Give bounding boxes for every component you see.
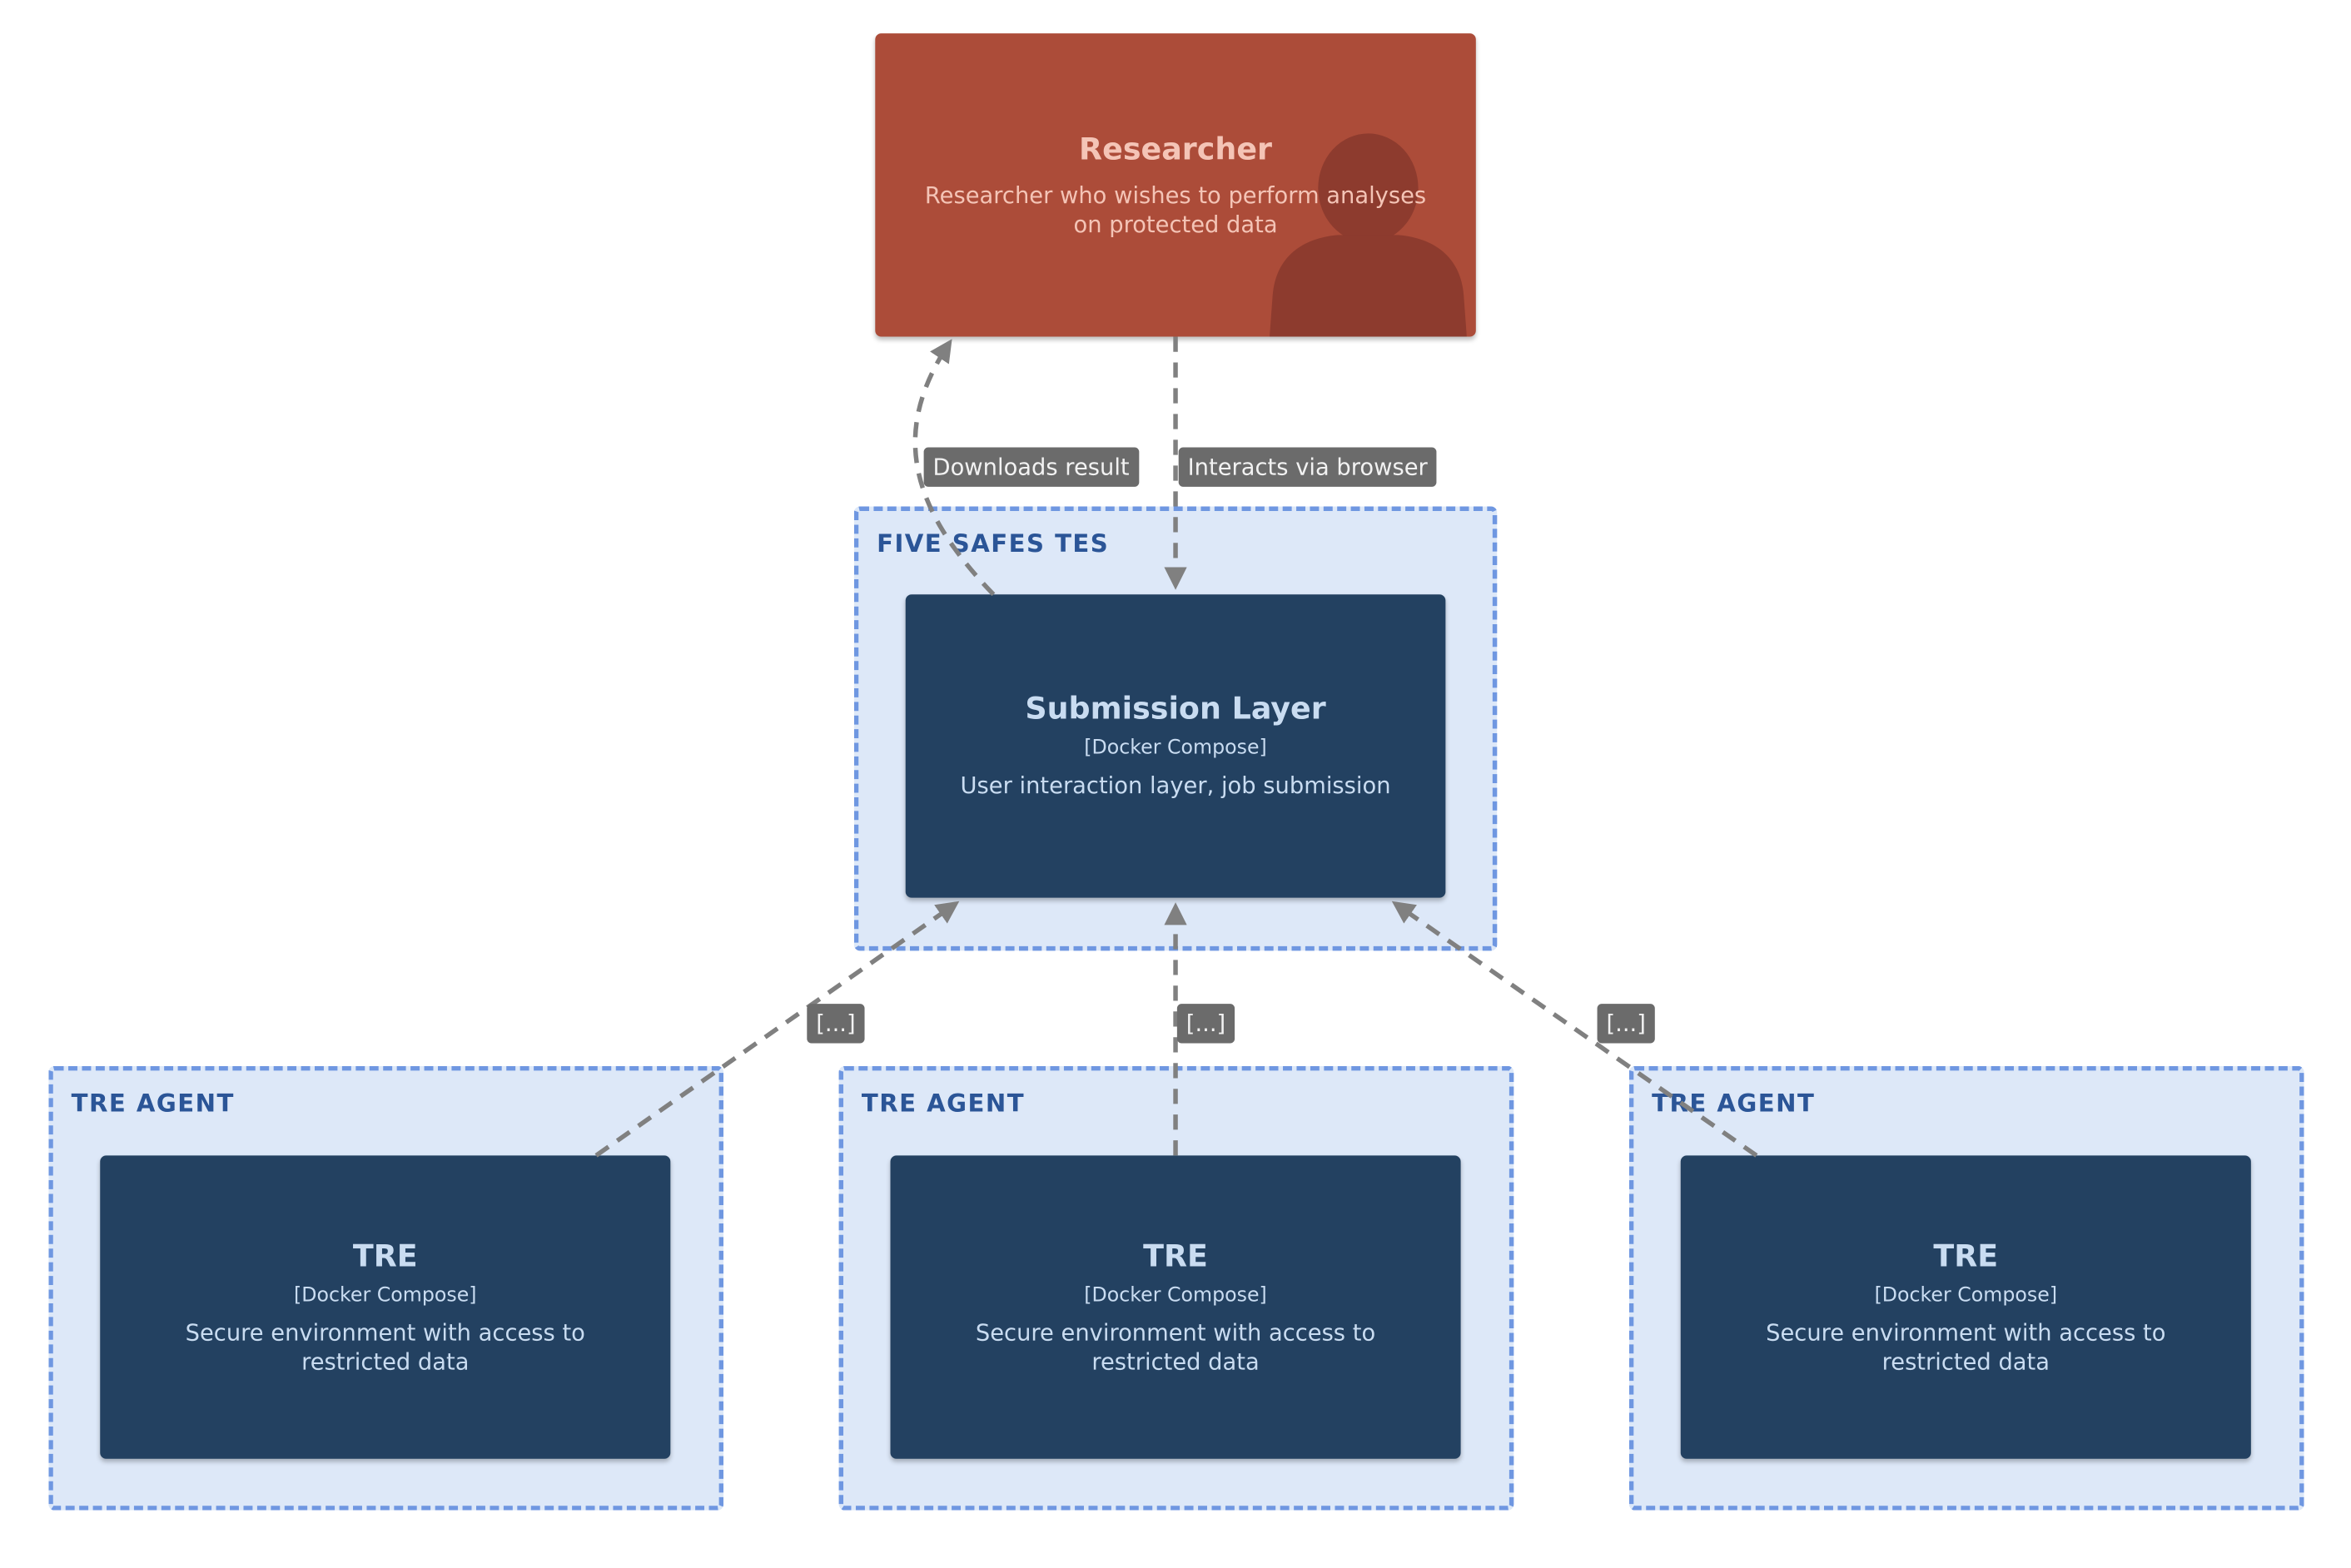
edge-label-tre-2: [...] xyxy=(1176,1004,1235,1044)
researcher-description: Researcher who wishes to perform analyse… xyxy=(924,181,1427,239)
edge-label-tre-1: [...] xyxy=(807,1004,865,1044)
tre-description-1: Secure environment with access to restri… xyxy=(185,1318,585,1376)
boundary-label-tre-agent-3: TRE AGENT xyxy=(1652,1089,1816,1118)
researcher-title: Researcher xyxy=(1079,129,1273,166)
submission-layer-node: Submission Layer [Docker Compose] User i… xyxy=(905,594,1446,898)
tre-technology-1: [Docker Compose] xyxy=(294,1283,477,1307)
tre-title-3: TRE xyxy=(1933,1236,1999,1273)
edge-label-interacts-via-browser: Interacts via browser xyxy=(1178,447,1437,487)
submission-layer-title: Submission Layer xyxy=(1025,690,1326,727)
tre-title-2: TRE xyxy=(1143,1236,1208,1273)
tre-node-1: TRE [Docker Compose] Secure environment … xyxy=(100,1155,671,1459)
person-icon xyxy=(1270,133,1467,337)
boundary-label-tre-agent-1: TRE AGENT xyxy=(71,1089,235,1118)
boundary-label-five-safes-tes: FIVE SAFES TES xyxy=(877,528,1110,558)
edge-label-downloads-result: Downloads result xyxy=(923,447,1139,487)
tre-technology-2: [Docker Compose] xyxy=(1084,1283,1267,1307)
boundary-label-tre-agent-2: TRE AGENT xyxy=(861,1089,1026,1118)
tre-title-1: TRE xyxy=(352,1236,418,1273)
tre-technology-3: [Docker Compose] xyxy=(1874,1283,2058,1307)
edge-label-tre-3: [...] xyxy=(1597,1004,1655,1044)
submission-layer-description: User interaction layer, job submission xyxy=(960,772,1391,800)
tre-node-2: TRE [Docker Compose] Secure environment … xyxy=(890,1155,1461,1459)
tre-description-3: Secure environment with access to restri… xyxy=(1766,1318,2166,1376)
tre-node-3: TRE [Docker Compose] Secure environment … xyxy=(1680,1155,2251,1459)
researcher-node: Researcher Researcher who wishes to perf… xyxy=(875,33,1476,337)
tre-description-2: Secure environment with access to restri… xyxy=(975,1318,1376,1376)
submission-layer-technology: [Docker Compose] xyxy=(1084,737,1267,761)
